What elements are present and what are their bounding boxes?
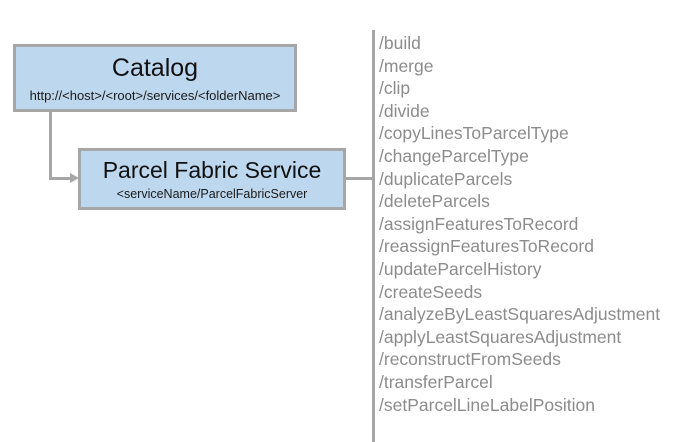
- node-service-title: Parcel Fabric Service: [102, 156, 322, 183]
- operation-list-item[interactable]: /reassignFeaturesToRecord: [379, 236, 594, 257]
- operation-list-item[interactable]: /clip: [379, 78, 411, 99]
- connector-service-to-operations: [346, 177, 374, 180]
- operation-list-item[interactable]: /analyzeByLeastSquaresAdjustment: [379, 304, 661, 325]
- operation-list-item[interactable]: /divide: [379, 100, 430, 121]
- operation-list-item[interactable]: /build: [379, 33, 421, 53]
- node-catalog-title: Catalog: [111, 54, 199, 83]
- operation-list-item[interactable]: /transferParcel: [379, 371, 493, 392]
- operation-list-item[interactable]: /createSeeds: [379, 281, 483, 302]
- node-parcel-fabric-service[interactable]: Parcel Fabric Service <serviceName/Parce…: [78, 148, 346, 210]
- connector-vertical-segment: [49, 111, 52, 180]
- operations-list: /build/merge/clip/divide/copyLinesToParc…: [379, 32, 684, 416]
- operation-list-item[interactable]: /assignFeaturesToRecord: [379, 213, 579, 234]
- operation-list-item[interactable]: /changeParcelType: [379, 145, 529, 166]
- arrowhead-icon: [70, 173, 79, 183]
- operation-list-item[interactable]: /merge: [379, 55, 434, 76]
- operation-list-item[interactable]: /updateParcelHistory: [379, 258, 542, 279]
- connector-horizontal-segment: [49, 177, 72, 180]
- node-catalog-subtitle: http://<host>/<root>/services/<folderNam…: [29, 87, 281, 103]
- node-catalog[interactable]: Catalog http://<host>/<root>/services/<f…: [13, 44, 297, 112]
- operation-list-item[interactable]: /setParcelLineLabelPosition: [379, 394, 595, 415]
- operation-list-item[interactable]: /duplicateParcels: [379, 168, 513, 189]
- operation-list-item[interactable]: /reconstructFromSeeds: [379, 349, 561, 370]
- operations-divider-line: [372, 30, 375, 442]
- operation-list-item[interactable]: /applyLeastSquaresAdjustment: [379, 326, 622, 347]
- operation-list-item[interactable]: /copyLinesToParcelType: [379, 123, 569, 144]
- node-service-subtitle: <serviceName/ParcelFabricServer: [116, 187, 308, 202]
- operation-list-item[interactable]: /deleteParcels: [379, 191, 490, 212]
